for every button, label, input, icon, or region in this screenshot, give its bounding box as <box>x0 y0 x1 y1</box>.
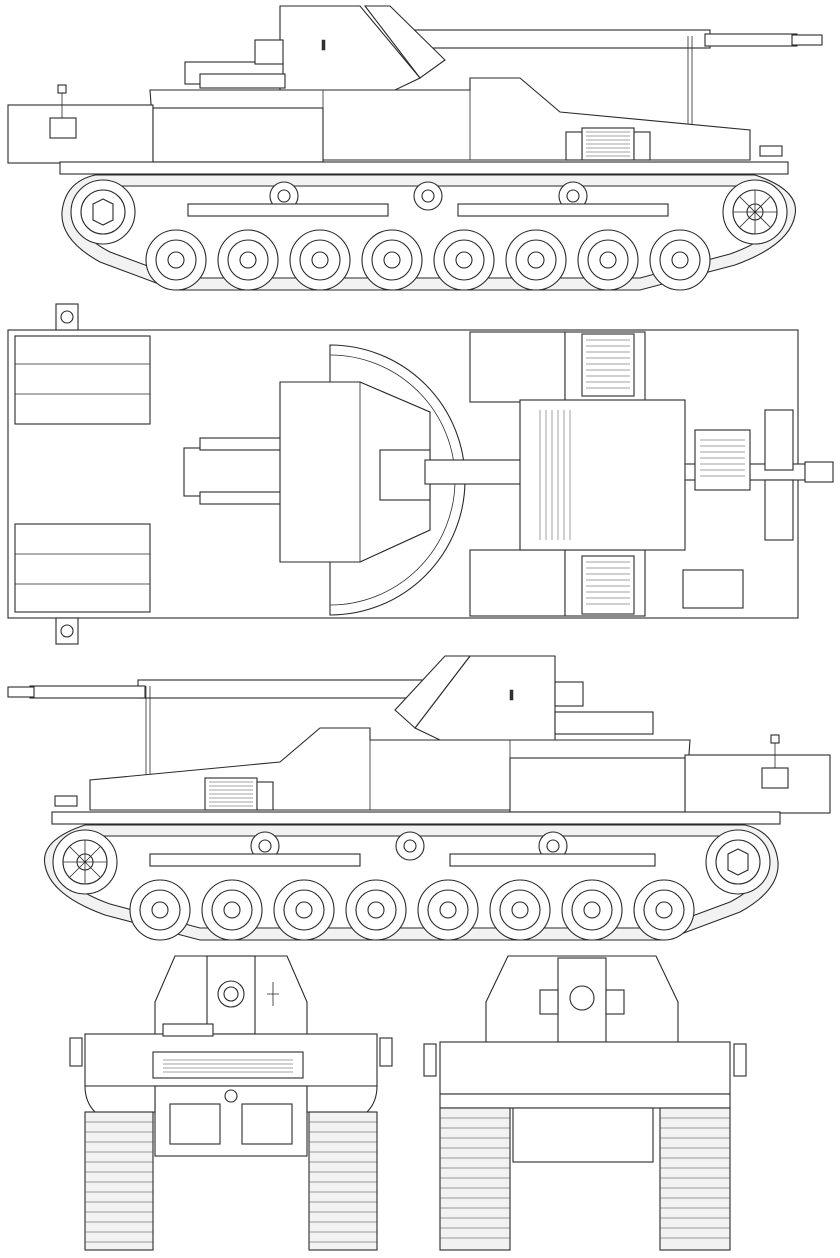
gun-shield-rear <box>485 955 679 1043</box>
return-roller <box>269 181 588 211</box>
recoil-cylinders <box>183 447 285 497</box>
track-fender <box>59 161 789 175</box>
gun-shield-front <box>154 955 308 1035</box>
front-hatch <box>764 479 794 541</box>
gun-shield <box>279 5 446 91</box>
sight-box <box>254 39 284 65</box>
hull-rear <box>439 1041 731 1095</box>
tow-hook <box>759 145 783 157</box>
suspension-bar <box>449 853 656 867</box>
suspension-bar <box>149 853 361 867</box>
transmission-cover <box>152 1051 304 1079</box>
return-roller <box>250 831 568 861</box>
idler-wheel <box>722 179 788 245</box>
front-hatch <box>764 409 794 471</box>
rear-view <box>423 955 747 1251</box>
recoil-cylinder <box>554 711 654 735</box>
road-wheels <box>145 229 711 291</box>
sight-box <box>554 681 584 707</box>
gun-shield-top <box>279 381 431 563</box>
suspension-bar <box>187 203 389 217</box>
tow-hook <box>54 795 78 807</box>
front-view <box>69 955 393 1251</box>
gun-breech <box>539 989 559 1015</box>
drive-sprocket <box>70 179 136 245</box>
headlight <box>69 1037 83 1067</box>
stowage-canister <box>761 767 789 789</box>
mudguard <box>84 1085 156 1113</box>
left-side-view <box>7 5 823 291</box>
right-side-view <box>7 655 831 941</box>
gun-shield <box>394 655 556 741</box>
drive-sprocket <box>705 829 771 895</box>
stowage-canister <box>49 117 77 139</box>
rear-plate <box>512 1107 654 1163</box>
track-rear <box>439 1107 731 1251</box>
suspension-bar <box>457 203 669 217</box>
main-gun-barrel <box>404 29 823 140</box>
track-fender <box>51 811 781 825</box>
main-gun-barrel <box>7 679 449 786</box>
tail-light <box>423 1043 437 1077</box>
radiator-grille <box>581 333 635 615</box>
road-wheels <box>129 879 695 941</box>
engine-grille <box>204 777 274 811</box>
track-front <box>84 1111 378 1251</box>
rear-stowage-bins <box>14 335 151 613</box>
hull-superstructure <box>89 727 831 814</box>
headlight <box>379 1037 393 1067</box>
mudguard <box>306 1085 378 1113</box>
idler-wheel <box>52 829 118 895</box>
top-view <box>7 303 834 645</box>
tool-box <box>682 569 744 609</box>
engine-grille <box>565 127 651 161</box>
tail-light <box>733 1043 747 1077</box>
